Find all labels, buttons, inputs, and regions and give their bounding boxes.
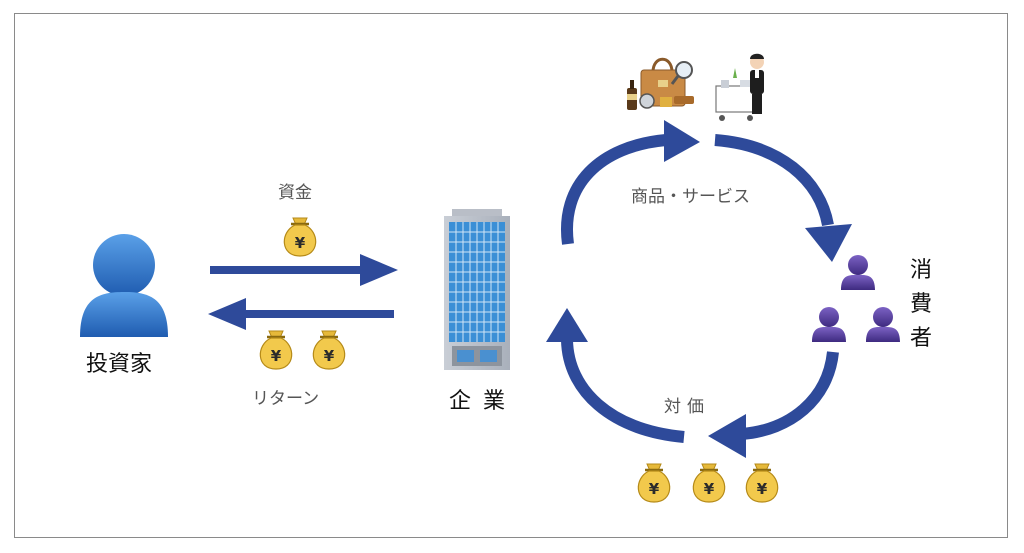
- office-building-icon: [444, 209, 510, 370]
- luxury-goods-icon: [627, 57, 694, 110]
- price-moneybag-icon: [692, 462, 726, 504]
- company-label: 企業: [449, 389, 518, 414]
- price-arrow-bottom-left: [546, 308, 685, 443]
- diagram-frame: [14, 13, 1008, 538]
- investor-label: 投資家: [86, 352, 153, 377]
- return-moneybag-icon: [312, 329, 346, 371]
- goods-services-label: 商品・サービス: [631, 187, 750, 207]
- price-moneybag-icon: [637, 462, 671, 504]
- funds-arrow: [210, 254, 398, 286]
- consumer-label: 消費者: [909, 258, 932, 351]
- consumer-person-icon: [866, 307, 900, 342]
- funds-moneybag-icon: [283, 216, 317, 258]
- price-arrow-bottom-right: [708, 351, 839, 458]
- return-moneybag-icon: [259, 329, 293, 371]
- consumer-person-icon: [812, 307, 846, 342]
- waiter-service-icon: [715, 53, 764, 121]
- return-label: リターン: [252, 389, 320, 409]
- return-arrow: [208, 298, 394, 330]
- goods-arrow-top-right: [714, 134, 852, 262]
- price-moneybag-icon: [745, 462, 779, 504]
- price-label: 対価: [664, 397, 710, 417]
- consumer-person-icon: [841, 255, 875, 290]
- funds-label: 資金: [278, 183, 312, 203]
- investor-person-icon: [80, 234, 168, 337]
- goods-arrow-top-left: [561, 120, 700, 245]
